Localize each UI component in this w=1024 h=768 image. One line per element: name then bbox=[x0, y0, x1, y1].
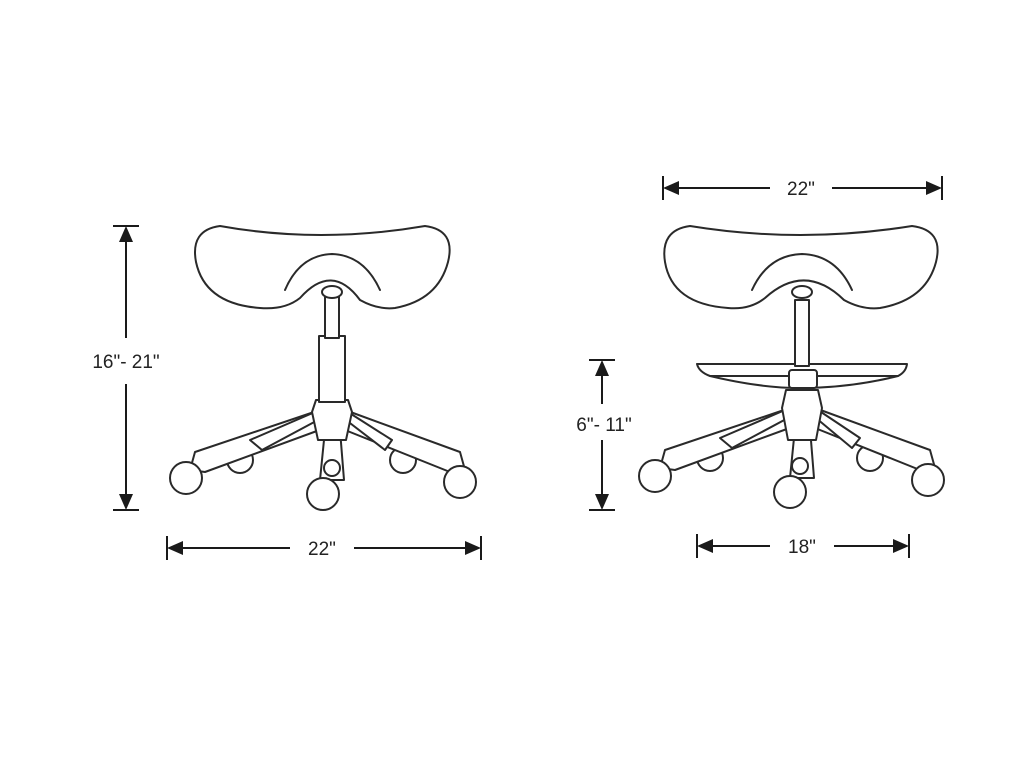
right-footring-height-dimension: 6"- 11" bbox=[576, 359, 632, 511]
arrow-up-icon bbox=[119, 226, 133, 242]
saddle-seat bbox=[663, 225, 939, 310]
width-label: 22" bbox=[308, 539, 336, 560]
right-top-width-dimension: 22" bbox=[662, 176, 943, 200]
arrow-left-icon bbox=[663, 181, 679, 195]
left-stool bbox=[169, 225, 477, 511]
arrow-down-icon bbox=[595, 494, 609, 510]
arrow-right-icon bbox=[926, 181, 942, 195]
arrow-left-icon bbox=[697, 539, 713, 553]
top-width-label: 22" bbox=[787, 179, 815, 200]
footring-height-label: 6"- 11" bbox=[576, 415, 631, 436]
arrow-left-icon bbox=[167, 541, 183, 555]
arrow-down-icon bbox=[119, 494, 133, 510]
saddle-seat bbox=[194, 225, 451, 310]
footring-width-label: 18" bbox=[788, 537, 816, 558]
arrow-right-icon bbox=[465, 541, 481, 555]
base-hub bbox=[781, 389, 823, 441]
gas-cylinder bbox=[318, 335, 346, 403]
arrow-right-icon bbox=[893, 539, 909, 553]
left-height-dimension: 16"- 21" bbox=[92, 225, 160, 511]
right-footring-width-dimension: 18" bbox=[696, 534, 910, 558]
height-label: 16"- 21" bbox=[92, 352, 159, 373]
base-hub bbox=[311, 399, 353, 441]
arrow-up-icon bbox=[595, 360, 609, 376]
left-width-dimension: 22" bbox=[166, 536, 482, 560]
right-stool bbox=[638, 225, 945, 509]
